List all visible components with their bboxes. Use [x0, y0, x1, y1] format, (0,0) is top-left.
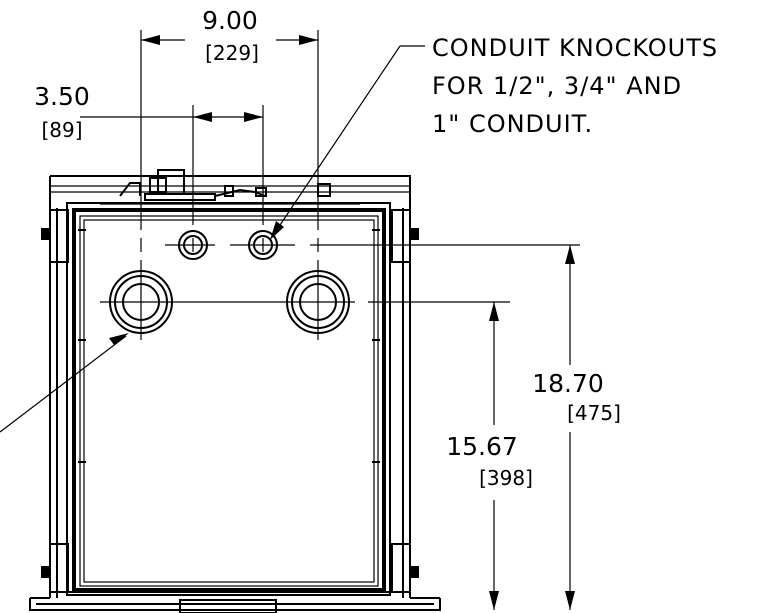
center-lines [100, 30, 580, 340]
callout-line-3: 1" CONDUIT. [432, 110, 593, 138]
dim-lower-value: 15.67 [446, 432, 518, 461]
dim-lower-metric: [398] [479, 466, 533, 490]
dim-narrow-metric: [89] [41, 118, 82, 142]
dimension-lower-knockout-height: 15.67 [398] [446, 302, 533, 610]
dimension-knockout-spacing-narrow: 3.50 [89] [34, 82, 263, 142]
dimension-knockout-spacing-wide: 9.00 [229] [141, 6, 318, 65]
dim-upper-value: 18.70 [532, 369, 604, 398]
dim-wide-value: 9.00 [202, 6, 258, 35]
dim-narrow-value: 3.50 [34, 82, 90, 111]
enclosure-body [29, 169, 441, 613]
dimension-upper-knockout-height: 18.70 [475] [532, 245, 621, 610]
dim-wide-metric: [229] [205, 41, 259, 65]
callout-conduit-knockouts: CONDUIT KNOCKOUTS FOR 1/2", 3/4" AND 1" … [0, 34, 718, 433]
callout-line-1: CONDUIT KNOCKOUTS [432, 34, 718, 62]
callout-line-2: FOR 1/2", 3/4" AND [432, 72, 682, 100]
dim-upper-metric: [475] [567, 401, 621, 425]
